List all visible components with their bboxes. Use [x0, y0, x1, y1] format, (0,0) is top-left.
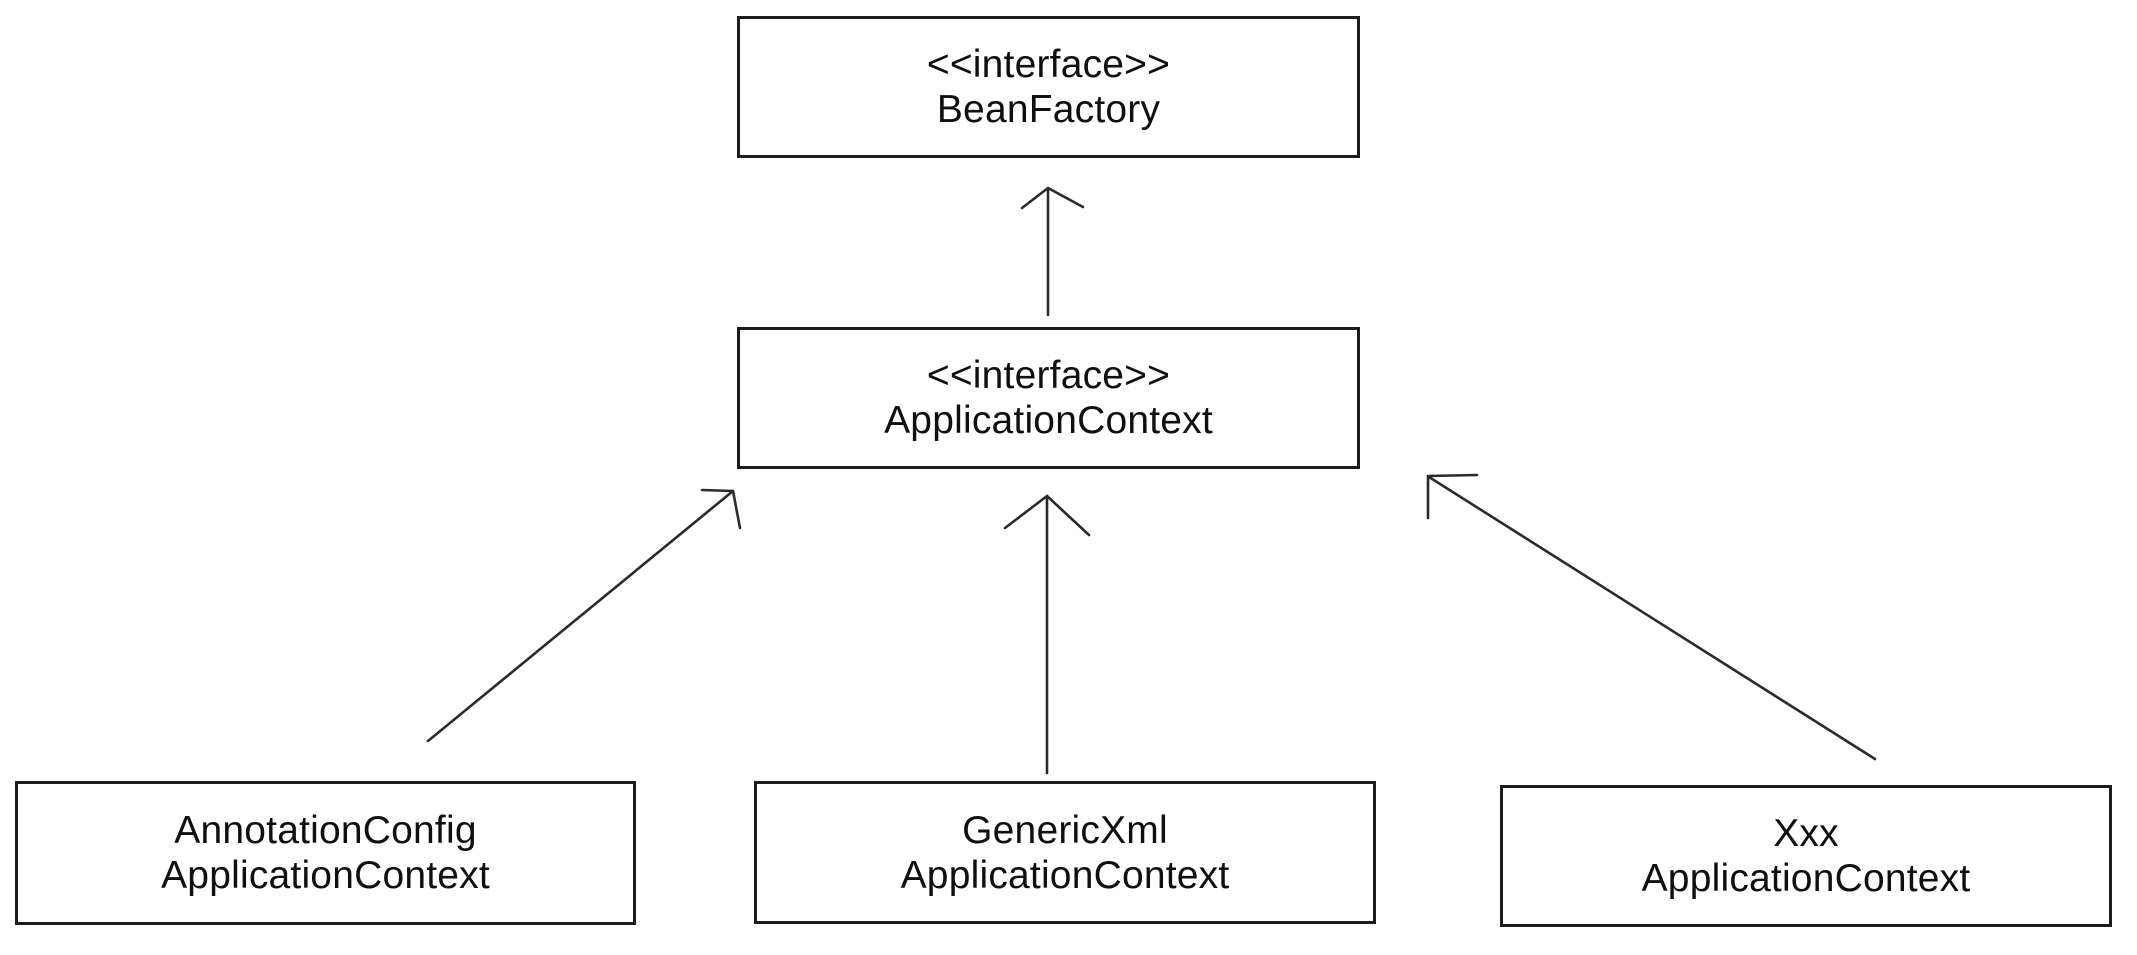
arrow-head — [1003, 494, 1091, 537]
stereotype-label: <<interface>> — [926, 43, 1171, 86]
arrow-head — [1020, 186, 1085, 210]
class-box-applicationcontext: <<interface>> ApplicationContext — [737, 327, 1360, 469]
stereotype-label: <<interface>> — [926, 354, 1171, 397]
arrow-xxx-to-applicationcontext — [1426, 473, 1877, 761]
class-name-label-line2: ApplicationContext — [1641, 857, 1971, 900]
arrow-shaft — [1427, 475, 1877, 761]
arrow-annotationconfig-to-applicationcontext — [426, 488, 742, 743]
class-box-annotationconfig-applicationcontext: AnnotationConfig ApplicationContext — [15, 781, 636, 925]
class-name-label: BeanFactory — [936, 88, 1161, 131]
class-name-label-line2: ApplicationContext — [900, 853, 1230, 897]
class-box-xxx-applicationcontext: Xxx ApplicationContext — [1500, 785, 2112, 927]
arrow-shaft — [426, 489, 735, 743]
class-name-label-line1: AnnotationConfig — [174, 809, 477, 852]
class-name-label-line1: GenericXml — [962, 808, 1168, 852]
arrow-head — [700, 488, 742, 530]
arrow-genericxml-to-applicationcontext — [1003, 494, 1091, 775]
arrow-head — [1426, 473, 1479, 520]
class-name-label-line1: Xxx — [1773, 812, 1839, 855]
class-name-label-line2: ApplicationContext — [161, 854, 490, 897]
class-box-beanfactory: <<interface>> BeanFactory — [737, 16, 1360, 158]
class-box-genericxml-applicationcontext: GenericXml ApplicationContext — [754, 781, 1376, 924]
class-name-label: ApplicationContext — [884, 399, 1213, 442]
arrow-applicationcontext-to-beanfactory — [1020, 186, 1085, 317]
